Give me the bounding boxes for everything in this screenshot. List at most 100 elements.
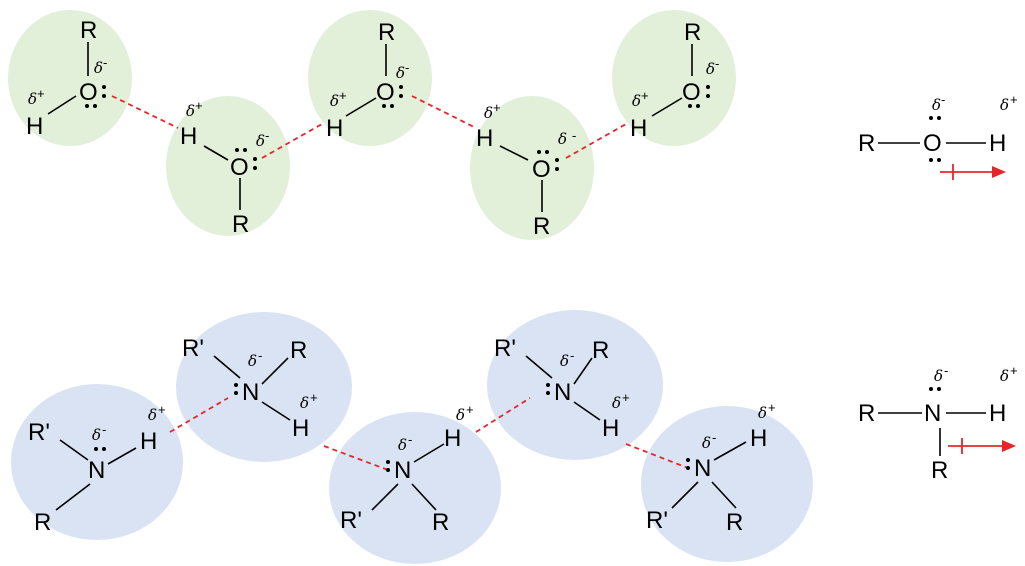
- positive-charge-sign: +: [339, 88, 347, 103]
- alcohol-molecule: H O R δ + δ -: [476, 100, 576, 240]
- partial-charge-delta: δ: [300, 394, 309, 412]
- lone-pair-dot: [929, 387, 933, 391]
- nitrogen-atom: N: [554, 379, 571, 406]
- partial-charge-delta: δ: [934, 367, 943, 385]
- nitrogen-atom: N: [694, 455, 711, 482]
- partial-charge-delta: δ: [186, 102, 195, 120]
- hydrogen-atom: H: [444, 425, 461, 452]
- lone-pair-dot: [546, 383, 550, 387]
- partial-charge-delta: δ: [330, 92, 339, 110]
- r-group-label: R: [592, 337, 609, 364]
- partial-charge-delta: δ: [484, 104, 493, 122]
- partial-charge-delta: δ: [396, 64, 405, 82]
- partial-charge-delta: δ: [248, 352, 257, 370]
- hydrogen-atom: H: [750, 425, 767, 452]
- nitrogen-atom: N: [242, 379, 259, 406]
- alcohol-molecule-blob-1: [8, 10, 132, 146]
- hydrogen-atom: H: [989, 130, 1006, 157]
- negative-charge-sign: -: [405, 60, 409, 75]
- negative-charge-sign: -: [941, 92, 945, 107]
- lone-pair-dot: [546, 391, 550, 395]
- partial-charge-delta: δ: [558, 130, 567, 148]
- partial-charge-delta: δ: [1000, 96, 1009, 114]
- partial-charge-delta: δ: [758, 404, 767, 422]
- oxygen-atom: O: [79, 79, 98, 106]
- negative-charge-sign: -: [408, 432, 412, 447]
- nitrogen-atom: N: [88, 457, 105, 484]
- hydrogen-bond: [565, 123, 627, 159]
- alcohol-molecule: R O H δ - δ +: [326, 19, 409, 142]
- hydrogen-bond: [323, 445, 389, 471]
- hydrogen-bond: [261, 123, 323, 159]
- amine-molecule-blob-1: [11, 384, 183, 540]
- lone-pair-dot: [929, 158, 933, 162]
- lone-pair-dot: [253, 166, 257, 170]
- hydrogen-bond: [111, 95, 179, 129]
- negative-charge-sign: -: [102, 422, 106, 437]
- dipole-arrow-icon: [948, 438, 1016, 454]
- lone-pair-dot: [93, 104, 97, 108]
- r-group-label: R: [533, 213, 550, 240]
- hydrogen-bond: [169, 397, 229, 433]
- positive-charge-sign: +: [768, 400, 776, 415]
- lone-pair-dot: [399, 94, 403, 98]
- r-group-label: R: [80, 17, 97, 44]
- lone-pair-dot: [85, 104, 89, 108]
- lone-pair-dot: [688, 104, 692, 108]
- lone-pair-dot: [234, 391, 238, 395]
- r-group-label: R: [290, 337, 307, 364]
- hydrogen-bond: [475, 397, 531, 433]
- oxygen-atom: O: [682, 79, 701, 106]
- nitrogen-atom: N: [394, 457, 411, 484]
- oxygen-atom: O: [923, 130, 942, 157]
- hydrogen-atom: H: [326, 115, 343, 142]
- partial-charge-delta: δ: [706, 60, 715, 78]
- lone-pair-dot: [686, 458, 690, 462]
- partial-charge-delta: δ: [28, 90, 37, 108]
- lone-pair-dot: [706, 94, 710, 98]
- partial-charge-delta: δ: [94, 59, 103, 77]
- positive-charge-sign: +: [195, 98, 203, 113]
- alcohol-molecule: R O H δ - δ +: [26, 17, 107, 140]
- amine-molecule: R' N H R δ - δ +: [28, 402, 166, 536]
- amine-molecule: R' N R H δ - δ +: [182, 335, 318, 442]
- hydrogen-atom: H: [630, 115, 647, 142]
- amine-dipole-structure: R N H R δ - δ +: [858, 363, 1018, 484]
- r-group-label: R: [378, 19, 395, 46]
- r-prime-group-label: R': [182, 335, 204, 362]
- lone-pair-dot: [386, 468, 390, 472]
- lone-pair-dot: [386, 460, 390, 464]
- lone-pair-dot: [555, 167, 559, 171]
- r-prime-group-label: R': [340, 507, 362, 534]
- partial-charge-delta: δ: [560, 352, 569, 370]
- alcohol-hydrogen-bond-network: R O H δ - δ + H O R δ + δ -: [8, 10, 736, 240]
- amine-molecule-blob-4: [487, 310, 663, 460]
- lone-pair-dot: [537, 150, 541, 154]
- amine-molecule-blob-2: [176, 312, 352, 462]
- partial-charge-delta: δ: [612, 394, 621, 412]
- nitrogen-atom: N: [924, 400, 941, 427]
- alcohol-molecule-blob-5: [612, 10, 736, 146]
- negative-charge-sign: -: [944, 363, 948, 378]
- amine-molecule: N H R' R δ - δ +: [646, 400, 776, 536]
- hydrogen-atom: H: [602, 415, 619, 442]
- positive-charge-sign: +: [641, 88, 649, 103]
- lone-pair-dot: [102, 447, 106, 451]
- r-prime-group-label: R': [494, 335, 516, 362]
- r-group-label: R: [858, 130, 875, 157]
- r-prime-group-label: R': [646, 507, 668, 534]
- partial-charge-delta: δ: [398, 436, 407, 454]
- positive-charge-sign: +: [310, 390, 318, 405]
- r-group-label: R: [684, 19, 701, 46]
- r-group-label: R: [858, 400, 875, 427]
- partial-charge-delta: δ: [92, 426, 101, 444]
- lone-pair-dot: [102, 94, 106, 98]
- hydrogen-bond: [411, 95, 477, 129]
- alcohol-dipole-structure: R O H δ - δ +: [858, 92, 1018, 180]
- positive-charge-sign: +: [1010, 92, 1018, 107]
- hydrogen-atom: H: [476, 125, 493, 152]
- r-group-label: R: [726, 509, 743, 536]
- lone-pair-dot: [937, 116, 941, 120]
- lone-pair-dot: [929, 116, 933, 120]
